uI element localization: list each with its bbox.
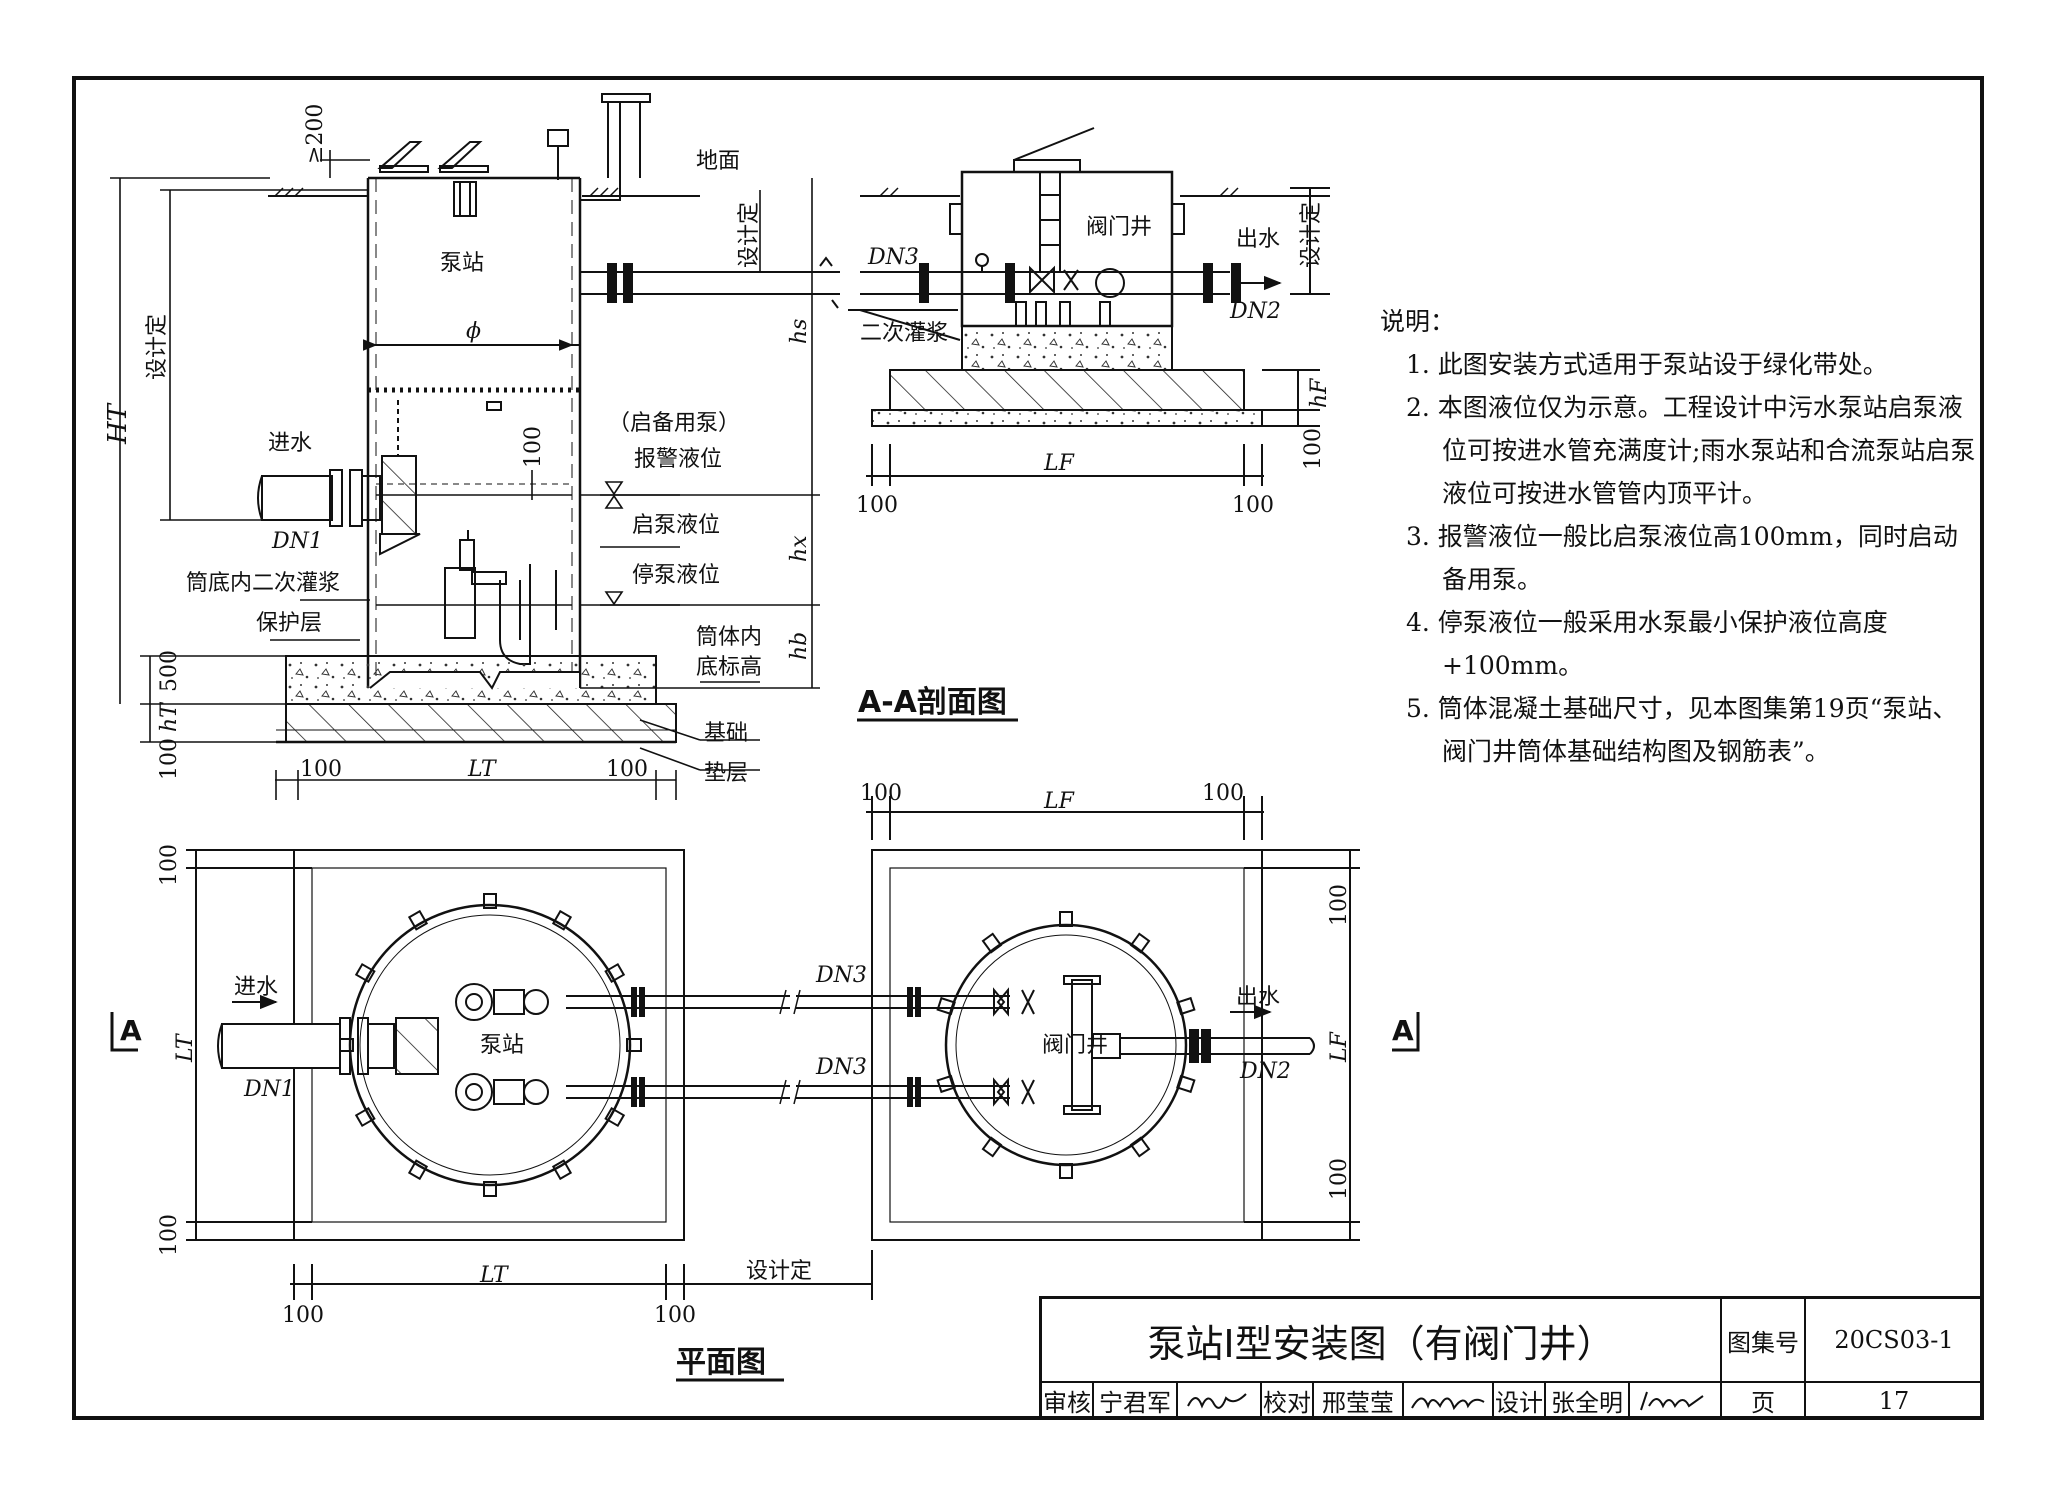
notes-heading: 说明： <box>1380 307 1456 336</box>
dim-100-sec-right: 100 <box>606 757 648 782</box>
designer-name: 张全明 <box>1546 1383 1630 1420</box>
label-lt-section: LT <box>467 757 498 782</box>
label-dn2-section: DN2 <box>1229 299 1281 324</box>
label-ht-small: hT <box>157 701 182 732</box>
section-dimensions <box>110 150 820 800</box>
dim-100-base: 100 <box>157 738 182 780</box>
signature-reviewer <box>1187 1392 1247 1409</box>
label-alarm-level: 报警液位 <box>634 447 722 472</box>
dim-100-plan-right-bottom: 100 <box>1327 1158 1352 1200</box>
note-item-1: 1. 此图安装方式适用于泵站设于绿化带处。 <box>1406 350 1888 379</box>
label-valve-well-plan: 阀门井 <box>1042 1033 1108 1058</box>
label-dn3-section: DN3 <box>867 245 919 270</box>
checker-name: 邢莹莹 <box>1314 1383 1404 1420</box>
label-lt-plan-vertical: LT <box>173 1032 198 1063</box>
label-start-level: 启泵液位 <box>632 513 720 538</box>
dim-100-plan-left-bottom: 100 <box>157 1214 182 1256</box>
label-dn3-plan-bottom: DN3 <box>815 1055 867 1080</box>
label-inner-grout: 筒底内二次灌浆 <box>186 571 340 596</box>
signature-checker <box>1411 1397 1485 1410</box>
title-block: 泵站Ⅰ型安装图（有阀门井） 图集号 20CS03-1 审核 宁君军 校对 邢莹莹… <box>1039 1296 1984 1420</box>
section-marker-right: A <box>1392 1014 1414 1047</box>
plan-view <box>110 796 1420 1300</box>
label-protective-layer: 保护层 <box>256 611 322 636</box>
label-secondary-grout: 二次灌浆 <box>860 321 948 346</box>
atlas-label: 图集号 <box>1722 1299 1806 1383</box>
drawing-title: 泵站Ⅰ型安装图（有阀门井） <box>1042 1299 1722 1383</box>
label-dn1-section: DN1 <box>271 529 323 554</box>
label-outlet-section: 出水 <box>1236 227 1280 252</box>
drawing-frame <box>72 76 1984 1420</box>
label-valve-well-section: 阀门井 <box>1086 215 1152 240</box>
notes-block: 说明： 1. 此图安装方式适用于泵站设于绿化带处。 2. 本图液位仅为示意。工程… <box>1380 300 1980 773</box>
label-pump-station-section: 泵站 <box>440 251 484 276</box>
signature-designer <box>1640 1391 1704 1410</box>
label-design-determined-plan: 设计定 <box>746 1259 812 1284</box>
section-pump-station <box>257 93 840 744</box>
page-number: 17 <box>1806 1383 1984 1420</box>
label-ht: HT <box>103 402 133 445</box>
label-ground: 地面 <box>696 149 740 174</box>
label-cushion: 垫层 <box>704 761 748 786</box>
label-phi: ϕ <box>466 319 481 344</box>
review-label: 审核 <box>1042 1383 1094 1420</box>
dim-100-valve-left: 100 <box>856 493 898 518</box>
design-label: 设计 <box>1494 1383 1546 1420</box>
checker-signature <box>1404 1383 1494 1420</box>
dim-100-hf: 100 <box>1301 428 1326 470</box>
dim-100-plan-top-right: 100 <box>1202 781 1244 806</box>
label-outlet-plan: 出水 <box>1236 985 1280 1010</box>
label-dn2-plan: DN2 <box>1239 1059 1291 1084</box>
dim-100-sec-left: 100 <box>300 757 342 782</box>
dim-100-plan-top-left: 100 <box>860 781 902 806</box>
note-item-4: 4. 停泵液位一般采用水泵最小保护液位高度+100mm。 <box>1406 608 1888 680</box>
dim-100-plan-right-top: 100 <box>1327 884 1352 926</box>
section-valve-well <box>848 127 1330 486</box>
dim-100-plan-bottom-left: 100 <box>282 1303 324 1328</box>
label-design-determined-right: 设计定 <box>1299 202 1324 268</box>
label-design-determined-left: 设计定 <box>145 314 170 380</box>
dim-ge200: ≥200 <box>303 104 328 164</box>
label-standby-pump: （启备用泵） <box>608 411 740 436</box>
dim-100-valve-right: 100 <box>1232 493 1274 518</box>
label-lf-section: LF <box>1043 451 1075 476</box>
note-item-3: 3. 报警液位一般比启泵液位高100mm，同时启动备用泵。 <box>1406 522 1958 594</box>
label-lf-plan-vertical: LF <box>1327 1031 1352 1063</box>
label-inner-bottom-1: 筒体内 <box>696 625 762 650</box>
label-dn3-plan-top: DN3 <box>815 963 867 988</box>
page-label: 页 <box>1722 1383 1806 1420</box>
label-dn1-plan: DN1 <box>243 1077 295 1102</box>
label-stop-level: 停泵液位 <box>632 563 720 588</box>
dim-100-plan-left-top: 100 <box>157 844 182 886</box>
dim-100-plan-bottom-right: 100 <box>654 1303 696 1328</box>
label-hx: hx <box>787 535 812 562</box>
label-inner-bottom-2: 底标高 <box>696 655 762 680</box>
label-inlet-plan: 进水 <box>234 975 278 1000</box>
check-label: 校对 <box>1262 1383 1314 1420</box>
label-hb: hb <box>787 632 812 660</box>
section-title: A-A剖面图 <box>858 685 1007 720</box>
note-item-5: 5. 筒体混凝土基础尺寸，见本图集第19页“泵站、阀门井筒体基础结构图及钢筋表”… <box>1406 694 1958 766</box>
dim-500: 500 <box>157 650 182 692</box>
designer-signature <box>1630 1383 1722 1420</box>
note-item-2: 2. 本图液位仅为示意。工程设计中污水泵站启泵液位可按进水管充满度计;雨水泵站和… <box>1406 393 1976 508</box>
label-design-determined-mid: 设计定 <box>737 202 762 268</box>
label-inlet-section: 进水 <box>268 431 312 456</box>
atlas-number: 20CS03-1 <box>1806 1299 1984 1383</box>
reviewer-name: 宁君军 <box>1094 1383 1178 1420</box>
label-foundation: 基础 <box>704 721 748 746</box>
dim-100-level: 100 <box>521 426 546 468</box>
label-pump-station-plan: 泵站 <box>480 1033 524 1058</box>
reviewer-signature <box>1178 1383 1262 1420</box>
label-lt-plan: LT <box>479 1263 510 1288</box>
section-marker-left: A <box>120 1014 142 1047</box>
label-hf: hF <box>1307 378 1332 408</box>
label-lf-plan: LF <box>1043 789 1075 814</box>
label-hs: hs <box>787 319 812 344</box>
plan-title: 平面图 <box>676 1345 766 1380</box>
